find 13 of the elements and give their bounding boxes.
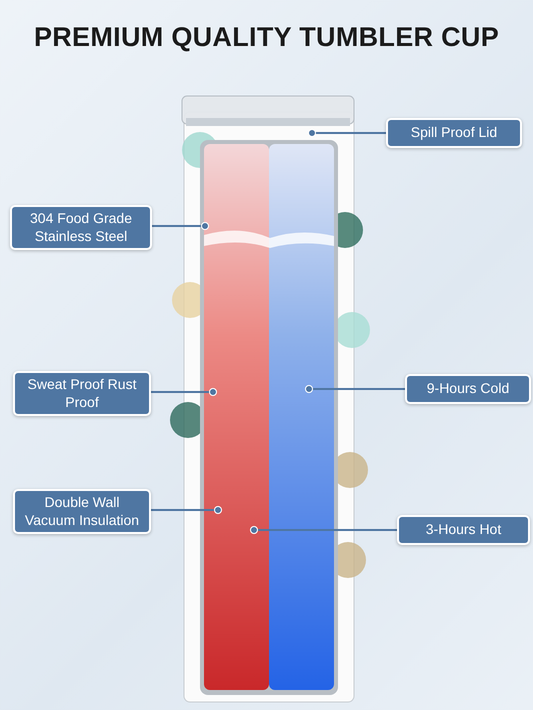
callout-label: Sweat Proof Rust Proof [13, 371, 151, 416]
leader-line [250, 526, 397, 534]
title: PREMIUM QUALITY TUMBLER CUP [32, 22, 500, 53]
leader-line [151, 388, 217, 396]
callout-label: 9-Hours Cold [405, 374, 531, 404]
callout-label: Spill Proof Lid [386, 118, 522, 148]
leader-line [152, 222, 209, 230]
callout-label: 3-Hours Hot [397, 515, 530, 545]
callout-label: 304 Food Grade Stainless Steel [10, 205, 152, 250]
leader-line [151, 506, 222, 514]
leader-line [308, 129, 386, 137]
callout-label: Double Wall Vacuum Insulation [13, 489, 151, 534]
leader-line [305, 385, 405, 393]
